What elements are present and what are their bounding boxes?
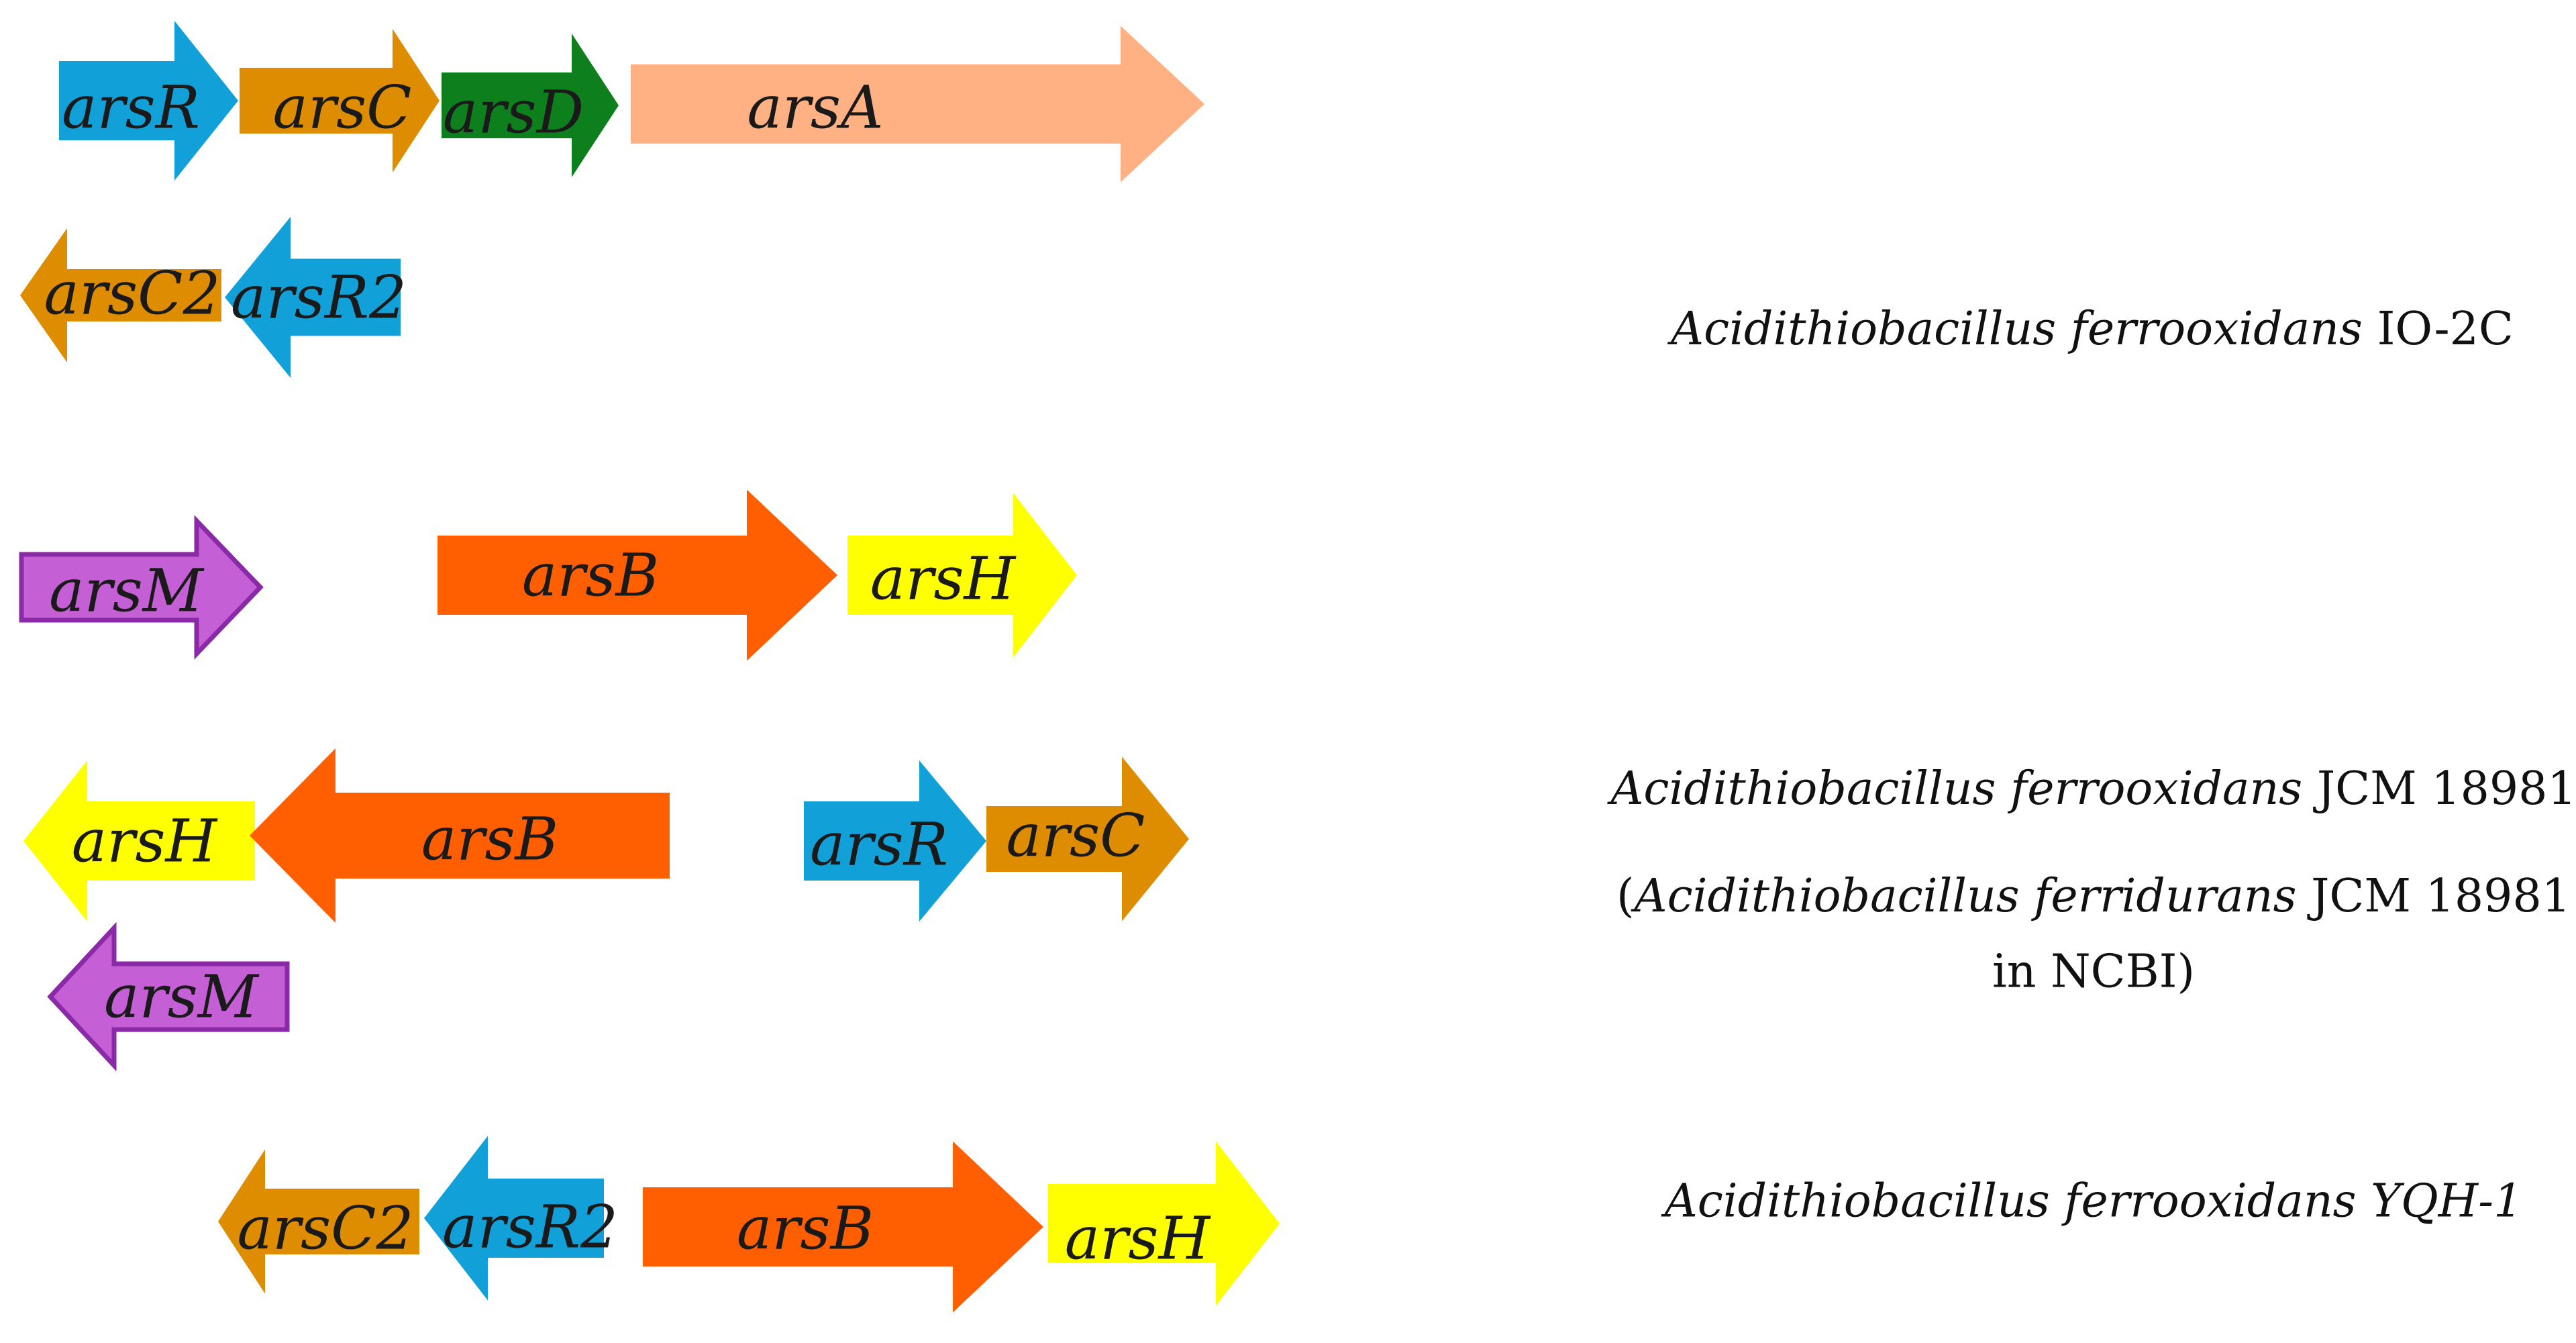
gene-label-arsr2-g6: arsR2: [231, 263, 407, 332]
gene-label-arsh-g18: arsH: [1065, 1204, 1212, 1273]
gene-arrow-arsr2-g6: [225, 217, 401, 378]
gene-label-arsr-g12: arsR: [810, 810, 948, 879]
strain-label-jcm18981-ncbi: (Acidithiobacillus ferridurans JCM 18981: [1616, 870, 2571, 923]
gene-arrow-arsb-g17: [643, 1141, 1043, 1313]
gene-arrow-arsd-g3: [442, 34, 619, 177]
gene-label-arsb-g17: arsB: [737, 1194, 874, 1263]
strain-label-jcm18981-ncbi-suffix: in NCBI): [1992, 946, 2195, 999]
gene-arrows: [19, 21, 1280, 1313]
gene-label-arsc2-g5: arsC2: [44, 259, 220, 328]
gene-label-arsm-g14: arsM: [104, 962, 260, 1032]
gene-arrow-arsm-g14: [47, 922, 290, 1072]
gene-arrow-arsr-g1: [59, 21, 238, 181]
gene-label-arsr2-g16: arsR2: [442, 1193, 618, 1262]
gene-arrow-arsh-g18: [1048, 1141, 1280, 1306]
strain-label-yqh1: Acidithiobacillus ferrooxidans YQH-1: [1661, 1175, 2523, 1228]
gene-arrow-arsb-g11: [250, 748, 670, 923]
gene-label-arsr-g1: arsR: [62, 73, 200, 142]
gene-arrow-arsc-g2: [240, 29, 440, 172]
gene-label-arsh-g9: arsH: [870, 544, 1017, 613]
gene-arrow-arsh-g10: [23, 760, 255, 922]
gene-arrow-arsc2-g15: [218, 1149, 419, 1294]
gene-arrow-arsb-g8: [437, 489, 837, 661]
strain-label-jcm18981: Acidithiobacillus ferrooxidans JCM 18981: [1606, 762, 2576, 815]
gene-arrow-arsm-g7: [19, 515, 264, 660]
gene-label-arsd-g3: arsD: [443, 78, 584, 147]
gene-label-arsb-g11: arsB: [421, 805, 558, 874]
gene-arrow-arsa-g4: [631, 26, 1204, 183]
gene-arrow-arsr-g12: [804, 760, 986, 922]
gene-label-arsc-g2: arsC: [272, 73, 411, 142]
gene-label-arsc-g13: arsC: [1006, 801, 1145, 871]
gene-arrow-arsc-g13: [986, 756, 1189, 922]
gene-label-arsb-g8: arsB: [522, 541, 659, 610]
gene-label-arsm-g7: arsM: [49, 556, 205, 626]
strain-label-io2c: Acidithiobacillus ferrooxidans IO-2C: [1667, 303, 2514, 356]
gene-arrow-arsr2-g16: [424, 1136, 604, 1301]
gene-label-arsh-g10: arsH: [72, 807, 219, 876]
gene-arrow-arsh-g9: [847, 493, 1077, 658]
gene-arrow-arsc2-g5: [20, 228, 221, 362]
gene-label-arsa-g4: arsA: [747, 73, 883, 142]
gene-label-arsc2-g15: arsC2: [237, 1194, 413, 1263]
